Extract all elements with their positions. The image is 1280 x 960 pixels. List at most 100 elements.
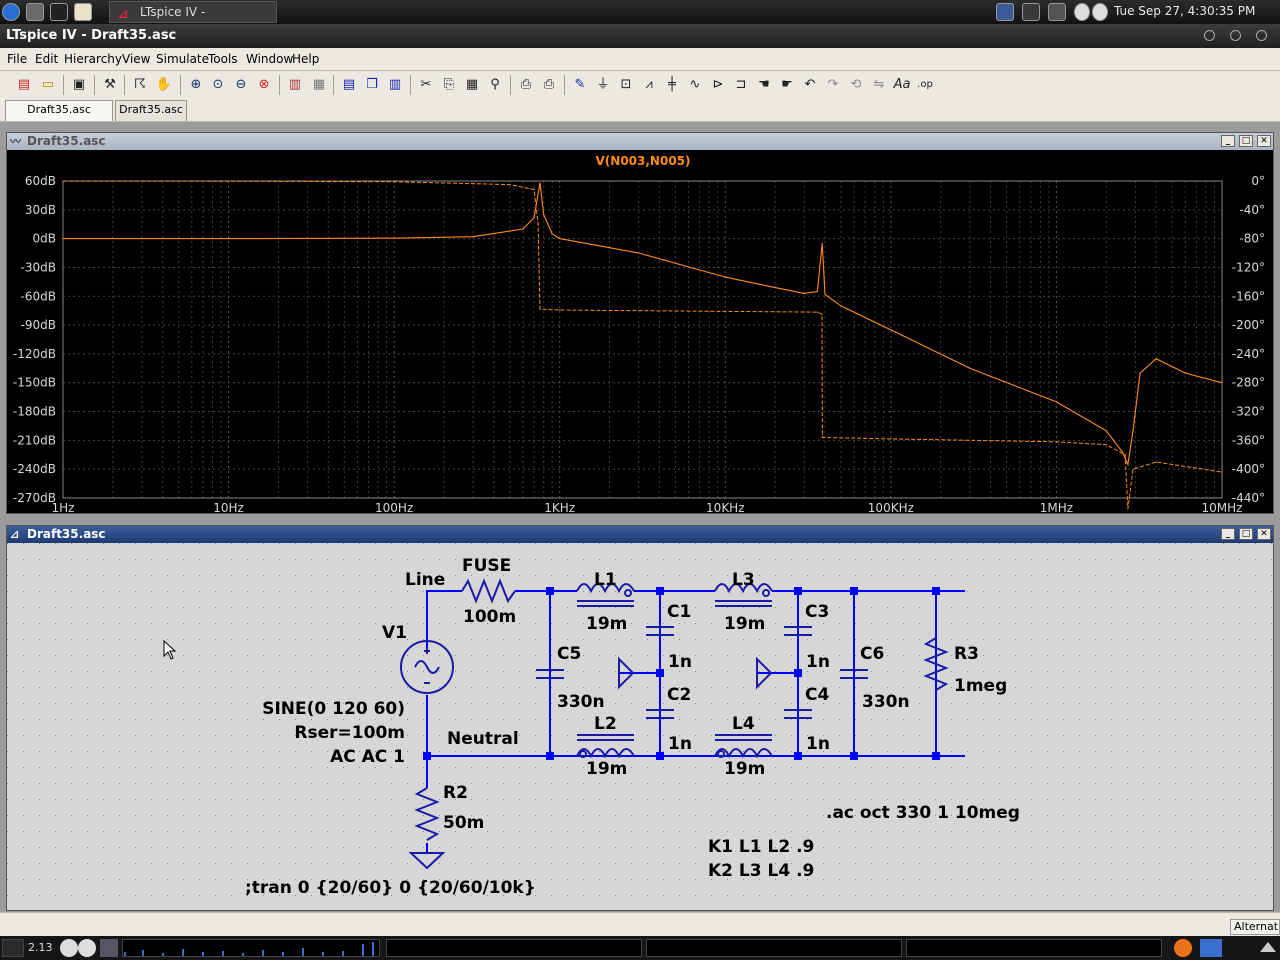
resistor-icon[interactable]: ⩘ bbox=[645, 77, 653, 92]
control-panel-icon[interactable]: ⚒ bbox=[104, 77, 116, 92]
c1-value[interactable]: 1n bbox=[668, 652, 692, 672]
plot-minimize-button[interactable]: _ bbox=[1221, 135, 1235, 147]
plot-close-button[interactable]: ✕ bbox=[1257, 135, 1271, 147]
menu-help[interactable]: Help bbox=[292, 52, 320, 66]
grid-icon[interactable]: ▦ bbox=[312, 77, 326, 92]
paste-icon[interactable]: ▦ bbox=[465, 77, 479, 92]
terminal-icon[interactable] bbox=[50, 3, 68, 21]
capacitor-icon[interactable]: ╪ bbox=[668, 77, 676, 92]
schematic-minimize-button[interactable]: _ bbox=[1221, 528, 1235, 540]
undo-icon[interactable]: ↶ bbox=[804, 77, 816, 92]
c6-name[interactable]: C6 bbox=[860, 644, 884, 664]
component-icon[interactable]: ⊐ bbox=[735, 77, 747, 92]
v1-param-1[interactable]: SINE(0 120 60) bbox=[262, 699, 405, 719]
c3-value[interactable]: 1n bbox=[806, 652, 830, 672]
menu-hierarchy[interactable]: Hierarchy bbox=[64, 52, 123, 66]
c5-value[interactable]: 330n bbox=[557, 692, 605, 712]
menu-edit[interactable]: Edit bbox=[35, 52, 59, 66]
cascade-icon[interactable]: ❐ bbox=[366, 77, 378, 92]
plot-window-titlebar[interactable]: 〰 Draft35.asc _ □ ✕ bbox=[7, 133, 1273, 150]
redo-icon[interactable]: ↷ bbox=[827, 77, 839, 92]
taskbar-item-ltspice[interactable]: ⊿ LTspice IV - Draft35.asc bbox=[109, 1, 277, 39]
spice-directive-icon[interactable]: .op bbox=[917, 79, 933, 90]
text-icon[interactable]: Aa bbox=[893, 77, 911, 92]
menu-view[interactable]: View bbox=[122, 52, 151, 66]
c6-value[interactable]: 330n bbox=[862, 692, 910, 712]
mail-icon[interactable] bbox=[996, 3, 1014, 21]
cut-icon[interactable]: ✂ bbox=[420, 77, 432, 92]
save-icon[interactable]: ▣ bbox=[72, 77, 86, 92]
schematic-maximize-button[interactable]: □ bbox=[1239, 528, 1253, 540]
fuse-value[interactable]: 100m bbox=[463, 607, 516, 627]
v1-name[interactable]: V1 bbox=[382, 623, 407, 643]
wire-icon[interactable]: ✎ bbox=[574, 77, 586, 92]
c1-name[interactable]: C1 bbox=[667, 602, 691, 622]
c4-name[interactable]: C4 bbox=[805, 685, 829, 705]
clock[interactable]: Tue Sep 27, 4:30:35 PM bbox=[1114, 4, 1256, 18]
menu-file[interactable]: File bbox=[7, 52, 28, 66]
c2-value[interactable]: 1n bbox=[668, 734, 692, 754]
maximize-button[interactable] bbox=[1230, 30, 1241, 41]
print-setup-icon[interactable]: ⎙ bbox=[520, 77, 532, 92]
c3-name[interactable]: C3 bbox=[805, 602, 829, 622]
tab-draft35-plot[interactable]: Draft35.asc bbox=[5, 100, 113, 121]
copy-icon[interactable]: ⎘ bbox=[443, 77, 455, 92]
schematic-window-titlebar[interactable]: ⊿ Draft35.asc _ □ ✕ bbox=[7, 526, 1273, 543]
network-icon[interactable] bbox=[1092, 3, 1108, 21]
spice-directive-k2[interactable]: K2 L3 L4 .9 bbox=[708, 861, 814, 881]
volume-tray-icon[interactable] bbox=[60, 939, 78, 957]
c2-name[interactable]: C2 bbox=[667, 685, 691, 705]
r3-name[interactable]: R3 bbox=[954, 644, 979, 664]
l3-name[interactable]: L3 bbox=[732, 570, 755, 590]
os-menu-icon[interactable] bbox=[2, 3, 20, 21]
v1-param-2[interactable]: Rser=100m bbox=[294, 723, 405, 743]
l3-value[interactable]: 19m bbox=[724, 614, 765, 634]
settings-icon[interactable] bbox=[1048, 3, 1066, 21]
screenshot-icon[interactable] bbox=[100, 939, 118, 957]
l4-value[interactable]: 19m bbox=[724, 759, 765, 779]
inductor-icon[interactable]: ∿ bbox=[689, 77, 701, 92]
zoom-out-icon[interactable]: ⊖ bbox=[235, 77, 247, 92]
plot-maximize-button[interactable]: □ bbox=[1239, 135, 1253, 147]
schematic-close-button[interactable]: ✕ bbox=[1257, 528, 1271, 540]
mirror-icon[interactable]: ⇋ bbox=[873, 77, 885, 92]
menu-window[interactable]: Window bbox=[246, 52, 294, 66]
volume-icon[interactable] bbox=[1074, 3, 1090, 21]
l4-name[interactable]: L4 bbox=[732, 714, 755, 734]
v1-param-3[interactable]: AC AC 1 bbox=[330, 747, 405, 767]
open-icon[interactable]: ▭ bbox=[41, 77, 55, 92]
schematic-canvas[interactable]: Line Neutral FUSE 100m V1 SINE(0 120 60)… bbox=[7, 543, 1273, 910]
spice-directive-k1[interactable]: K1 L1 L2 .9 bbox=[708, 837, 814, 857]
net-label-neutral[interactable]: Neutral bbox=[447, 729, 519, 749]
ground-icon[interactable]: ⏚ bbox=[596, 77, 610, 92]
l1-name[interactable]: L1 bbox=[594, 570, 617, 590]
zoom-fit-icon[interactable]: ⊗ bbox=[258, 77, 270, 92]
desktop-switcher-icon[interactable] bbox=[2, 939, 24, 957]
r2-value[interactable]: 50m bbox=[443, 813, 484, 833]
halt-icon[interactable]: ✋ bbox=[155, 77, 173, 92]
zoom-in-icon[interactable]: ⊕ bbox=[190, 77, 202, 92]
eject-icon[interactable] bbox=[1260, 942, 1276, 952]
menu-simulate[interactable]: Simulate bbox=[156, 52, 210, 66]
ltspice-launcher-icon[interactable] bbox=[1200, 939, 1222, 957]
close-button[interactable] bbox=[1256, 30, 1267, 41]
print-icon[interactable]: ⎙ bbox=[543, 77, 555, 92]
c5-name[interactable]: C5 bbox=[557, 644, 581, 664]
spice-comment-tran[interactable]: ;tran 0 {20/60} 0 {20/60/10k} bbox=[245, 878, 536, 898]
network-tray-icon[interactable] bbox=[78, 939, 96, 957]
c4-value[interactable]: 1n bbox=[806, 734, 830, 754]
text-editor-icon[interactable] bbox=[74, 3, 92, 21]
drag-icon[interactable]: ☛ bbox=[781, 77, 793, 92]
ltspice-tray-icon[interactable] bbox=[1022, 3, 1040, 21]
label-net-icon[interactable]: ⊡ bbox=[620, 77, 632, 92]
move-icon[interactable]: ☚ bbox=[758, 77, 770, 92]
l2-name[interactable]: L2 bbox=[594, 714, 617, 734]
run-icon[interactable]: ☈ bbox=[134, 77, 146, 92]
firefox-icon[interactable] bbox=[1174, 939, 1192, 957]
find-icon[interactable]: ⚲ bbox=[490, 77, 500, 92]
net-label-line[interactable]: Line bbox=[405, 570, 445, 590]
tile-vertical-icon[interactable]: ▥ bbox=[388, 77, 402, 92]
menu-tools[interactable]: Tools bbox=[208, 52, 238, 66]
pan-icon[interactable]: ⊙ bbox=[212, 77, 224, 92]
